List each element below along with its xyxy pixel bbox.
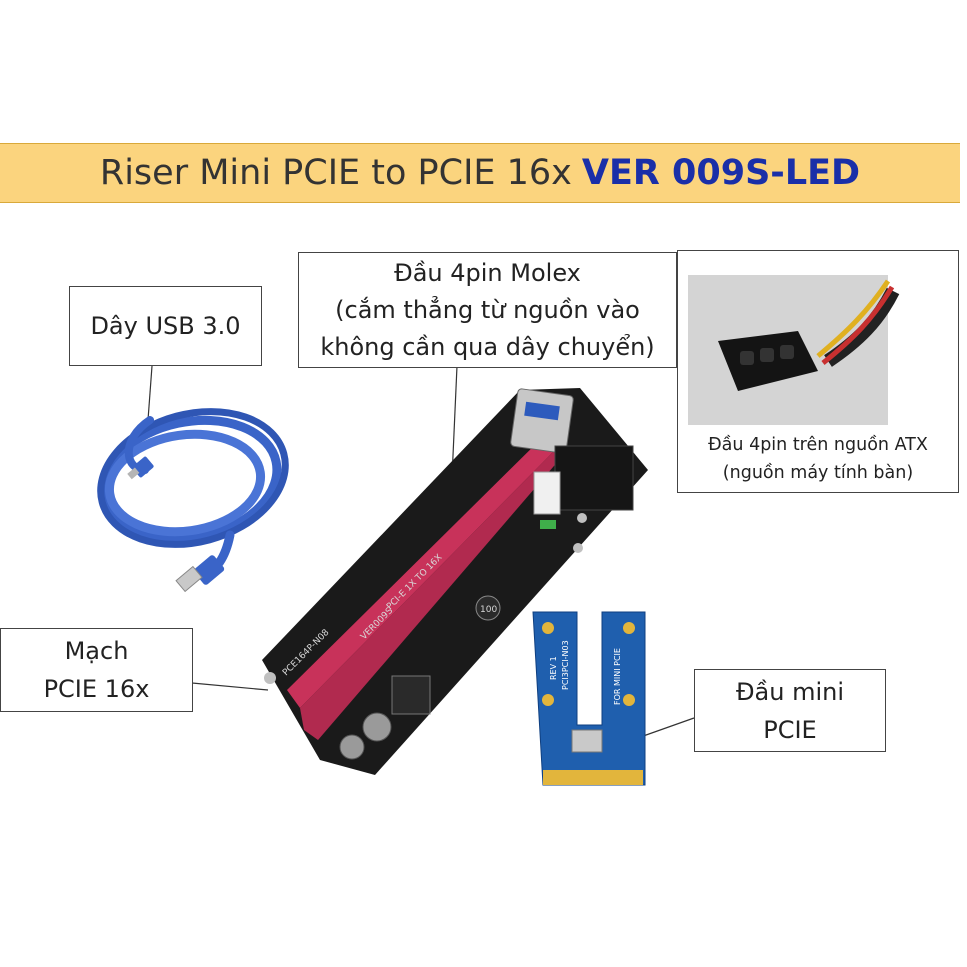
mini-card-text: PCI3PCI-N03	[561, 640, 570, 690]
callout-mini-pcie: Đầu mini PCIE	[694, 669, 886, 752]
atx-caption-line2: (nguồn máy tính bàn)	[722, 463, 914, 483]
callout-molex-line1: Đầu 4pin Molex	[394, 259, 581, 287]
usb-cable	[97, 408, 289, 580]
callout-molex-line3: không cần qua dây chuyển)	[320, 333, 655, 361]
mini-card-for: FOR MINI PCIE	[613, 648, 622, 705]
mini-pcie-card: PCI3PCI-N03 REV 1 FOR MINI PCIE	[532, 611, 646, 786]
atx-photo-box: Đầu 4pin trên nguồn ATX (nguồn máy tính …	[677, 250, 959, 493]
usb-plug-micro	[127, 456, 154, 480]
atx-photo-caption: Đầu 4pin trên nguồn ATX (nguồn máy tính …	[678, 431, 958, 487]
title-main: Riser Mini PCIE to PCIE 16x	[99, 153, 572, 193]
callout-mini-line1: Đầu mini	[735, 678, 845, 706]
callout-molex: Đầu 4pin Molex (cắm thẳng từ nguồn vào k…	[298, 252, 677, 368]
board-chip-label: 100	[480, 605, 497, 615]
usb-plug-a	[175, 555, 225, 593]
callout-molex-line2: (cắm thẳng từ nguồn vào	[335, 296, 640, 324]
atx-caption-line1: Đầu 4pin trên nguồn ATX	[708, 435, 928, 455]
callout-mini-line2: PCIE	[763, 716, 817, 744]
molex-leader-line	[451, 365, 458, 479]
riser-board: PCE164P-N08 VER009S PCI-E 1X TO 16X 100	[262, 388, 648, 775]
title-banner: Riser Mini PCIE to PCIE 16x VER 009S-LED	[0, 143, 960, 203]
callout-usb-text: Dây USB 3.0	[90, 312, 241, 340]
title-accent: VER 009S-LED	[581, 153, 861, 193]
mini-card-rev: REV 1	[549, 656, 558, 680]
callout-usb-cable: Dây USB 3.0	[69, 286, 262, 366]
atx-molex-photo	[688, 275, 900, 425]
callout-pcie16-line2: PCIE 16x	[43, 675, 150, 703]
callout-pcie16: Mạch PCIE 16x	[0, 628, 193, 712]
usb-leader-line	[147, 365, 153, 421]
pcie16-leader-line	[191, 682, 269, 691]
callout-pcie16-line1: Mạch	[64, 637, 129, 665]
